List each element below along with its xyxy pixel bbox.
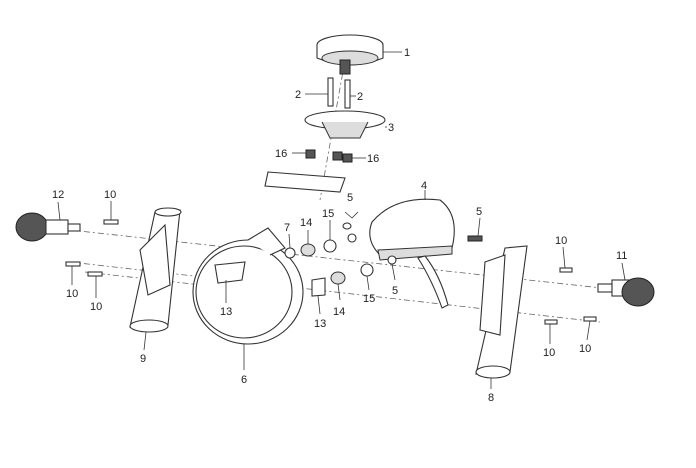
callout-11: 11 bbox=[616, 250, 627, 262]
part-left-fork-bracket bbox=[129, 207, 182, 333]
callout-3: 3 bbox=[388, 122, 394, 134]
part-plate bbox=[264, 171, 346, 193]
callout-10d: 10 bbox=[555, 235, 567, 247]
callout-1: 1 bbox=[404, 47, 410, 59]
callout-labels: 1 2 2 3 16 16 4 5 5 5 15 15 14 14 7 12 1… bbox=[52, 47, 627, 404]
callout-2a: 2 bbox=[295, 89, 301, 101]
callout-10f: 10 bbox=[579, 343, 591, 355]
callout-15a: 15 bbox=[322, 208, 334, 220]
callout-14a: 14 bbox=[300, 217, 312, 229]
part-cluster-bracket bbox=[304, 110, 386, 139]
callout-5c: 5 bbox=[392, 285, 398, 297]
callout-2b: 2 bbox=[357, 91, 363, 103]
callout-5b: 5 bbox=[476, 206, 482, 218]
part-screws-10 bbox=[65, 219, 597, 325]
callout-10c: 10 bbox=[90, 301, 102, 313]
callout-5a: 5 bbox=[347, 192, 353, 204]
callout-16b: 16 bbox=[367, 153, 379, 165]
leader-lines bbox=[57, 51, 626, 389]
callout-16a: 16 bbox=[275, 148, 287, 160]
callout-10b: 10 bbox=[66, 288, 78, 300]
callout-13b: 13 bbox=[314, 318, 326, 330]
callout-7: 7 bbox=[284, 222, 290, 234]
callout-4: 4 bbox=[421, 180, 427, 192]
callout-10e: 10 bbox=[543, 347, 555, 359]
part-bolts-2 bbox=[327, 77, 351, 109]
callout-12: 12 bbox=[52, 189, 64, 201]
callout-6: 6 bbox=[241, 374, 247, 386]
callout-14b: 14 bbox=[333, 306, 345, 318]
callout-9: 9 bbox=[140, 353, 146, 365]
part-right-fork-bracket bbox=[475, 245, 528, 379]
part-headlight-cover bbox=[369, 198, 455, 309]
callout-8: 8 bbox=[488, 392, 494, 404]
part-headlight bbox=[192, 227, 304, 345]
callout-10a: 10 bbox=[104, 189, 116, 201]
part-instrument-cluster bbox=[316, 34, 384, 75]
part-right-indicator bbox=[597, 277, 655, 307]
part-left-indicator bbox=[15, 212, 81, 242]
callout-13a: 13 bbox=[220, 306, 232, 318]
callout-15b: 15 bbox=[363, 293, 375, 305]
